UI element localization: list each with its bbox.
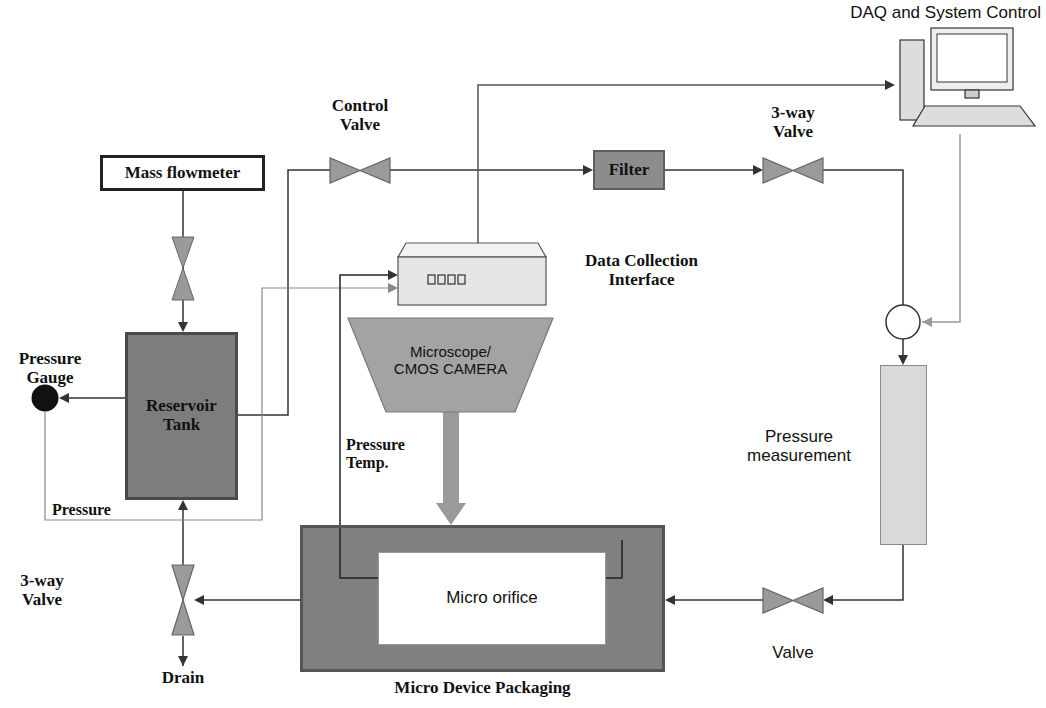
flow-connector (665, 169, 753, 171)
valve-symbol (763, 588, 823, 613)
node-label: Micro Device Packaging (300, 679, 665, 698)
data-collection-interface-symbol (398, 243, 546, 305)
valve-half (172, 268, 194, 300)
pressure-gauge-symbol (31, 384, 59, 412)
data-collection-interface: Data Collection Interface (398, 243, 730, 307)
filter-box-outline: Filter (593, 150, 665, 190)
valve-half (793, 158, 823, 183)
node-label: Micro orifice (446, 589, 538, 608)
drain-arrow (182, 636, 184, 666)
indicator-light (438, 275, 445, 284)
indicator-light (428, 275, 435, 284)
view-arrow (443, 412, 459, 503)
keyboard (913, 106, 1035, 126)
packaging-fill (300, 525, 665, 672)
valve: Valve (762, 587, 824, 667)
flow-connector (69, 397, 125, 399)
valve-half (793, 588, 823, 613)
node-label: 3-way Valve (2, 572, 82, 609)
node-label: Reservoir Tank (136, 397, 227, 434)
microscope-body (348, 318, 553, 412)
reservoir-tank: Reservoir Tank (125, 332, 238, 500)
interface-front (398, 257, 546, 305)
flow-connector (204, 599, 300, 601)
daq-computer: DAQ and System Control (815, 2, 1043, 134)
interface-top (398, 243, 546, 257)
valve-half (172, 600, 194, 635)
micro-orifice-outline: Micro orifice (378, 552, 606, 645)
pressure-measurement-outline (880, 365, 927, 545)
node-label: Pressure measurement (740, 428, 858, 465)
signal-label: Pressure (52, 501, 126, 519)
micro-device-packaging: Micro Device Packaging Micro orifice (298, 523, 668, 707)
outlet-tube (606, 540, 622, 578)
node-label: 3-way Valve (755, 104, 831, 141)
flow-connector (238, 170, 330, 415)
daq-computer-symbol (895, 28, 1040, 133)
inline-valve (172, 237, 194, 300)
flow-connector (675, 599, 763, 601)
valve-half (172, 237, 194, 268)
monitor-screen (937, 34, 1007, 82)
microscope-camera: Microscope/ CMOS CAMERA (348, 318, 553, 412)
reservoir-tank-outline: Reservoir Tank (125, 332, 238, 500)
flowmeter-box: Mass flowmeter (100, 155, 265, 191)
pressure-gauge: Pressure Gauge (0, 348, 100, 414)
valve-half (360, 158, 390, 183)
three-way-valve: 3-way Valve (755, 104, 831, 186)
three-way-valve-symbol (763, 158, 823, 183)
micro-orifice: Micro orifice (378, 552, 606, 645)
node-label: Mass flowmeter (125, 164, 241, 183)
node-label: Valve (762, 644, 824, 663)
control-valve-symbol (330, 158, 390, 183)
indicator-light (458, 275, 465, 284)
flow-connector (182, 510, 184, 565)
flow-connector (833, 545, 903, 600)
pressure-measurement: Pressure measurement (740, 365, 930, 547)
control-signal-line (922, 134, 960, 322)
node-label: DAQ and System Control (815, 4, 1041, 23)
node-label: Pressure Gauge (0, 350, 100, 387)
flowmeter-box-outline: Mass flowmeter (100, 155, 265, 191)
flow-connector (390, 169, 583, 171)
control-valve: Control Valve (315, 96, 405, 186)
flow-connector (478, 85, 885, 243)
signal-label: Pressure Temp. (346, 436, 426, 472)
node-label: Control Valve (320, 97, 400, 134)
node-label: Filter (609, 161, 650, 180)
valve-half (330, 158, 360, 183)
monitor-stand (965, 90, 979, 98)
valve-half (172, 565, 194, 600)
three-way-valve-symbol (172, 565, 194, 635)
computer-monitor (931, 28, 1013, 90)
valve-half (763, 588, 793, 613)
valve-half (763, 158, 793, 183)
outlet-label: Drain (160, 668, 206, 688)
three-way-valve: 3-way Valve (2, 565, 196, 637)
pump-symbol (886, 305, 920, 339)
indicator-light (448, 275, 455, 284)
flow-connector (45, 288, 388, 520)
filter-box: Filter (593, 150, 665, 190)
node-label: Microscope/ CMOS CAMERA (390, 344, 511, 377)
node-label: Data Collection Interface (553, 252, 730, 289)
computer-tower (900, 40, 924, 120)
gauge-dial (32, 385, 59, 412)
